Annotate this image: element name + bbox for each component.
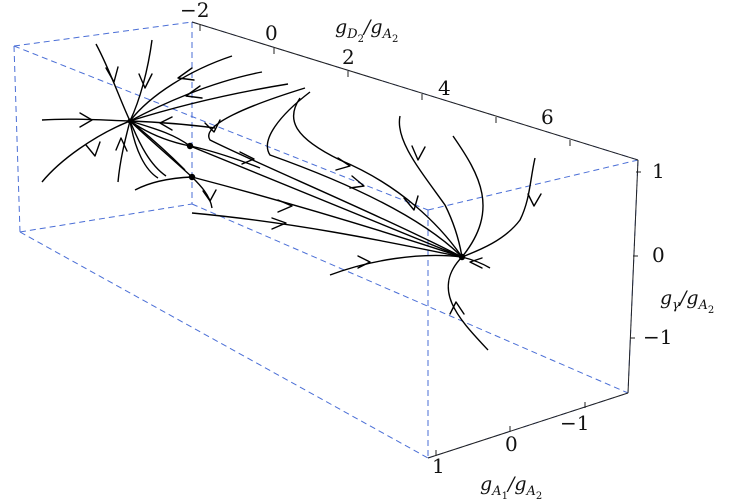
arrowhead (335, 157, 351, 171)
flow-line (189, 145, 261, 169)
tick-bottom-1: 0 (505, 432, 518, 456)
flow-line (129, 83, 289, 122)
arrowhead (202, 189, 217, 202)
tick-right-1: 0 (652, 243, 665, 267)
arrowhead (138, 73, 153, 89)
tick-top-1: 0 (265, 21, 278, 45)
axis-bottom-label: gA1/gA2 (480, 473, 542, 500)
tick-top-0: −2 (180, 0, 209, 22)
tick-bottom-0: 1 (432, 454, 445, 478)
arrowhead (239, 151, 255, 165)
arrowhead (271, 217, 287, 230)
flow-line (134, 176, 213, 209)
flow-line (266, 91, 463, 258)
arrowhead (411, 145, 426, 161)
arrowhead (115, 137, 128, 152)
arrowhead (527, 193, 542, 207)
axis-right: 1 0 −1 gγ/gA2 (627, 159, 714, 394)
arrowhead (204, 119, 221, 133)
arrowhead (469, 257, 483, 269)
flow-line (461, 256, 491, 269)
fixed-point (188, 173, 196, 181)
flow-line (129, 120, 191, 147)
arrowhead (357, 255, 371, 269)
arrowhead (403, 195, 419, 211)
arrowhead (185, 85, 203, 99)
flow-line (129, 120, 159, 179)
flow-line (191, 176, 463, 258)
bounding-box (13, 21, 639, 459)
flow-line (461, 157, 536, 258)
fixed-point (127, 118, 133, 124)
flow-line (41, 118, 131, 122)
flow-line (129, 120, 167, 177)
flow-line (129, 120, 186, 171)
flow-line (41, 120, 131, 183)
fixed-point (186, 142, 194, 150)
fixed-point (458, 253, 466, 261)
flow-line (398, 115, 463, 258)
flow-line (452, 135, 484, 258)
arrowhead (177, 67, 195, 81)
flow-line (129, 120, 216, 129)
arrowhead (449, 301, 465, 315)
arrowhead (105, 66, 119, 83)
flow-line (329, 254, 463, 276)
tick-right-2: −1 (643, 325, 672, 349)
flow-line (95, 43, 131, 122)
tick-bottom-2: −1 (560, 411, 589, 435)
fixed-points (127, 118, 466, 261)
flow-lines (41, 39, 536, 351)
arrowhead (85, 141, 101, 157)
tick-top-2: 2 (342, 45, 355, 69)
flow-line (208, 87, 463, 258)
tick-top-4: 6 (541, 105, 554, 129)
flow-line (191, 212, 463, 258)
arrowhead (79, 112, 93, 128)
arrowheads (79, 66, 542, 315)
tick-top-3: 4 (438, 76, 451, 100)
arrowhead (159, 116, 173, 131)
flow-line (117, 120, 131, 183)
axis-top: −2 0 2 4 6 gD2/gA2 (180, 0, 639, 161)
axis-right-label: gγ/gA2 (660, 287, 714, 316)
flow-line (292, 97, 463, 258)
flow-line (189, 145, 463, 258)
arrowhead (277, 199, 293, 213)
axis-bottom: 1 0 −1 gA1/gA2 (427, 392, 629, 500)
arrowhead (349, 175, 365, 189)
flow-line (447, 256, 489, 351)
tick-right-0: 1 (652, 159, 665, 183)
flow-line (129, 55, 233, 122)
axis-top-label: gD2/gA2 (335, 16, 398, 45)
